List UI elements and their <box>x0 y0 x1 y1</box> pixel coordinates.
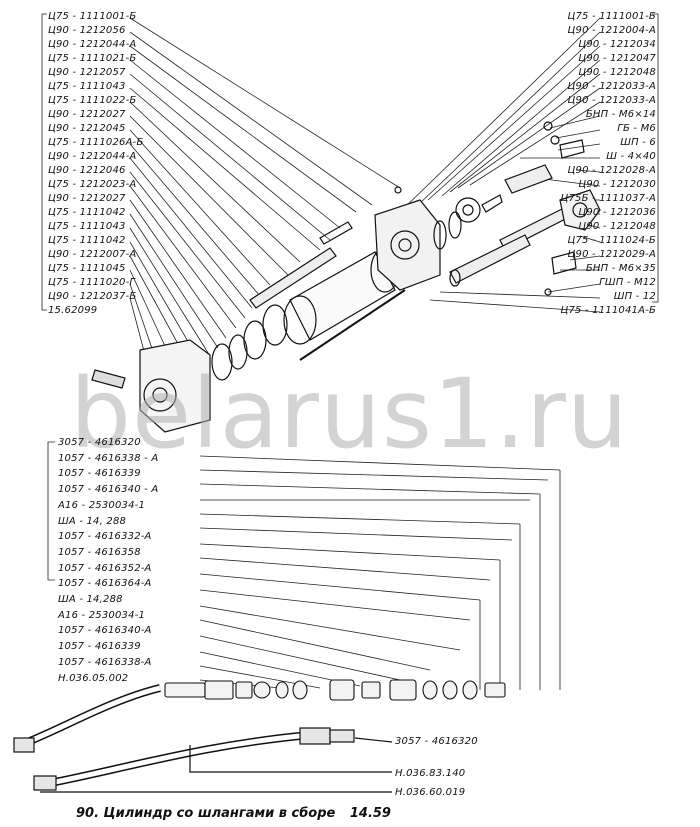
part-label: Ц75 - 1212023-А <box>48 179 137 190</box>
part-label: Ц90 - 1212034 <box>578 39 656 50</box>
part-label: БНП - М6×35 <box>585 263 656 274</box>
part-label: 1057 - 4616358 <box>58 546 141 558</box>
part-label: ШП - 6 <box>620 137 656 148</box>
part-label: Ц90 - 1212048 <box>578 67 656 78</box>
part-label: ША - 14, 288 <box>58 515 127 527</box>
part-label: ГШП - М12 <box>599 277 656 288</box>
part-label: 3057 - 4616320 <box>58 437 141 448</box>
part-label: Ц75 - 1111020-Г <box>48 277 136 288</box>
part-label: 1057 - 4616338-А <box>58 656 152 668</box>
part-label: Н.036.60.019 <box>395 787 466 798</box>
part-label: 1057 - 4616339 <box>58 641 141 653</box>
part-label: ГБ - М6 <box>617 123 656 134</box>
part-label: 1057 - 4616340 - А <box>58 484 159 496</box>
part-label: Ц90 - 1212044-А <box>48 151 137 162</box>
part-label: Ц75 - 1111024-Б <box>567 235 656 246</box>
caption-page-number: 14.59 <box>349 806 391 821</box>
part-label: Ц75 - 1111045 <box>48 263 126 274</box>
part-label: ШП - 12 <box>613 291 656 302</box>
part-label: Ц90 - 1212036 <box>578 207 656 218</box>
part-label: Ц90 - 1212045 <box>48 123 126 134</box>
part-label: Ц75 - 1111021-Б <box>48 53 137 64</box>
part-label: Ц90 - 1212057 <box>48 67 126 78</box>
part-label: Ц90 - 1212007-А <box>48 249 137 260</box>
part-label: ША - 14,288 <box>58 594 123 605</box>
caption-title: 90. Цилиндр со шлангами в сборе <box>76 806 336 821</box>
part-label: А16 - 2530034-1 <box>58 609 146 621</box>
part-label: Ц90 - 1212046 <box>48 165 126 176</box>
part-label: БНП - М6×14 <box>585 109 656 120</box>
part-label: 1057 - 4616338 - А <box>58 452 159 464</box>
part-label: Ц75 - 1111042 <box>48 207 126 218</box>
part-label: 1057 - 4616340-А <box>58 625 152 637</box>
hose-leader-lines <box>199 455 561 690</box>
part-label: Ц90 - 1212029-А <box>567 249 656 260</box>
part-label: 15.62099 <box>48 305 98 316</box>
part-label: Ц90 - 1212027 <box>48 193 126 204</box>
part-label: Н.036.05.002 <box>58 672 129 684</box>
part-label: Н.036.83.140 <box>395 768 466 779</box>
part-label: Ц90 - 1212004-А <box>567 25 656 36</box>
part-label: 3057 - 4616320 <box>395 736 478 747</box>
part-label: Ц90 - 1212037-Б <box>48 291 137 302</box>
hose-label-bracket <box>47 441 55 581</box>
part-label: Ц75 - 1111026А-Б <box>48 137 144 148</box>
part-label: Ц90 - 1212044-А <box>48 39 137 50</box>
part-label: Ц75 - 1111041А-Б <box>560 305 656 316</box>
cylinder-assembly <box>91 121 601 433</box>
part-label: Ш - 4×40 <box>606 151 656 162</box>
part-label: Ц75Б - 1111037-А <box>560 193 656 204</box>
part-label: Ц90 - 1212033-А <box>567 81 656 92</box>
hoses <box>13 684 393 793</box>
part-label: Ц90 - 1212028-А <box>567 165 656 176</box>
part-label: Ц90 - 1212047 <box>578 53 656 64</box>
hose-fittings <box>164 679 506 701</box>
part-label: Ц90 - 1212056 <box>48 25 126 36</box>
left-label-bracket <box>41 13 47 311</box>
part-label: Ц75 - 1111001-Б <box>48 11 137 22</box>
part-label: Ц90 - 1212048 <box>578 221 656 232</box>
part-label: Ц75 - 1111001-Б <box>567 11 656 22</box>
part-label: 1057 - 4616364-А <box>58 578 152 590</box>
part-label: Ц75 - 1111043 <box>48 81 126 92</box>
part-label: Ц75 - 1111022-Б <box>48 95 137 106</box>
part-label: Ц90 - 1212033-А <box>567 95 656 106</box>
part-label: Ц90 - 1212030 <box>578 179 656 190</box>
right-label-bracket <box>652 13 659 303</box>
part-label: 1057 - 4616339 <box>58 468 141 480</box>
part-label: 1057 - 4616332-А <box>58 531 152 543</box>
part-label: А16 - 2530034-1 <box>58 499 146 511</box>
part-label: 1057 - 4616352-А <box>58 562 152 574</box>
part-label: Ц75 - 1111043 <box>48 221 126 232</box>
figure-caption: 90. Цилиндр со шлангами в сборе 14.59 <box>76 806 391 821</box>
part-label: Ц75 - 1111042 <box>48 235 126 246</box>
part-label: Ц90 - 1212027 <box>48 109 126 120</box>
